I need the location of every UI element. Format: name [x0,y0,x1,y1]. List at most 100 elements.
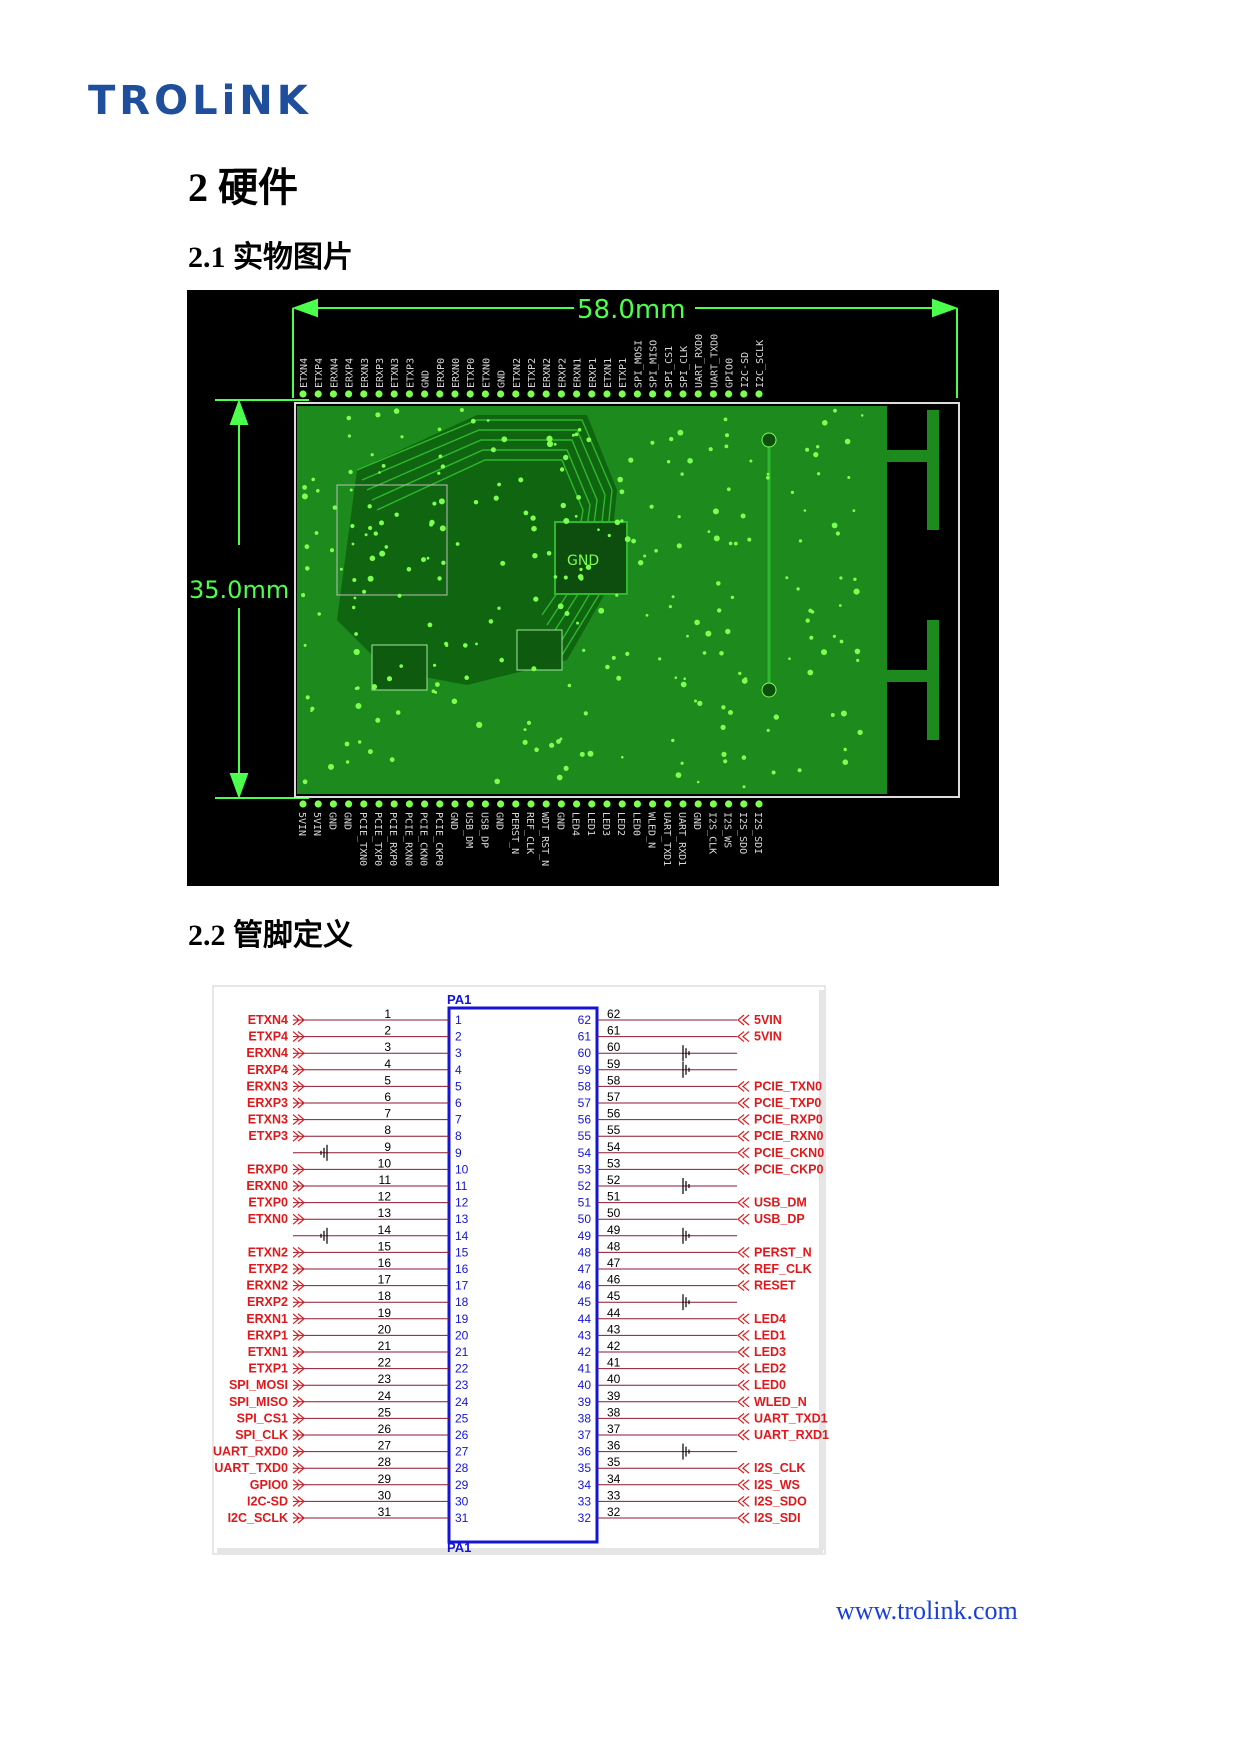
via [490,447,496,453]
signal-label: ERXN2 [246,1279,288,1293]
bottom-pin-pad [466,800,474,808]
via [702,651,707,655]
pin-index: 23 [455,1378,469,1392]
top-pin-pad [345,390,353,398]
pin-number: 41 [607,1356,621,1370]
pin-number: 28 [378,1455,392,1469]
via [853,577,857,581]
pin-number: 9 [384,1140,391,1154]
top-pin-label: UART_RXD0 [694,334,705,388]
via [501,436,508,443]
via [724,444,729,449]
signal-label: 5VIN [754,1013,782,1027]
via [355,703,362,709]
bottom-pin-pad [314,800,322,808]
via [680,472,684,476]
top-pin-label: ERXP0 [436,358,447,388]
signal-label: GPIO0 [250,1478,288,1492]
pin-number: 58 [607,1073,621,1087]
top-pin-pad [497,390,505,398]
via [437,471,441,475]
top-pin-label: SPI_CS1 [664,346,675,388]
via [847,476,851,479]
bottom-pin-label: PCIE_TXN0 [357,812,368,866]
via [476,721,483,728]
via [797,768,802,773]
via [619,489,625,495]
top-pin-label: ERXP4 [345,358,356,388]
signal-label: ETXN1 [248,1345,288,1359]
via [597,528,600,531]
via [400,435,404,439]
via [675,772,682,778]
via [852,509,856,512]
rj-footprint [336,484,448,596]
pin-index: 20 [455,1328,469,1342]
pin-index: 24 [455,1395,469,1409]
via [620,519,624,523]
via [316,489,320,493]
via [587,750,594,757]
via [728,710,733,715]
via [839,576,843,580]
bottom-pin-label: PERST_N [509,812,520,854]
via [813,452,819,458]
pin-number: 45 [607,1289,621,1303]
top-pin-label: ETXN4 [299,358,310,388]
via [523,728,527,732]
footer-url[interactable]: www.trolink.com [836,1596,1018,1625]
via [362,589,367,594]
board-outline [294,402,960,798]
via [582,648,586,652]
via [559,467,565,472]
via [302,779,308,785]
via [654,549,658,553]
via [522,739,528,745]
via [669,436,674,442]
pin-index: 55 [578,1129,592,1143]
dimension-lines [215,298,958,799]
pin-index: 22 [455,1362,469,1376]
via [798,539,803,543]
bottom-pin-pad [512,800,520,808]
via [438,498,445,505]
pin-index: 43 [578,1328,592,1342]
top-pin-pad [329,390,337,398]
via [766,728,770,732]
bottom-pin-pad [405,800,413,808]
pin-number: 56 [607,1107,621,1121]
via [352,605,356,610]
pin-index: 17 [455,1279,469,1293]
via [680,761,684,765]
via [694,619,700,626]
bottom-pin-pad [588,800,596,808]
trace-region [337,415,617,685]
signal-label: I2C_SCLK [228,1511,288,1525]
pin-number: 40 [607,1372,621,1386]
pin-number: 5 [384,1073,391,1087]
via [721,751,727,757]
via [585,564,592,570]
top-pin-pad [512,390,520,398]
via [625,651,630,656]
via [738,671,742,676]
via [716,581,721,586]
via [650,440,655,445]
signal-label: ERXP4 [247,1063,288,1077]
via [677,429,684,436]
pin-number: 15 [378,1239,392,1253]
via [576,621,580,625]
